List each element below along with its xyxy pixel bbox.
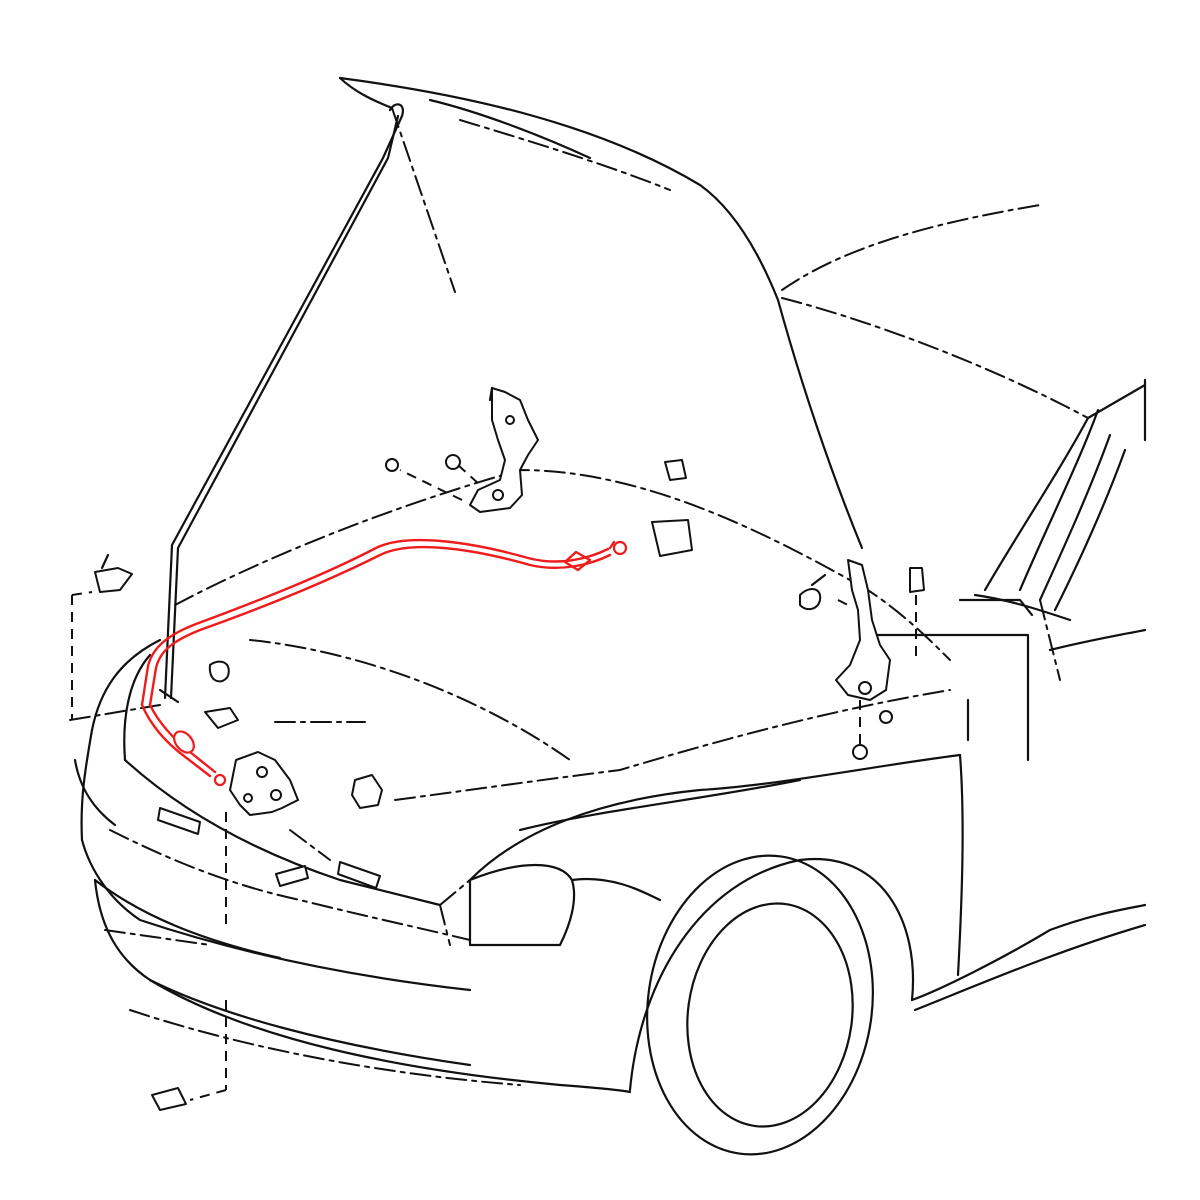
hinge-nut-1	[385, 458, 399, 472]
clip-center	[351, 774, 383, 809]
hinge-bolt-1	[799, 588, 822, 611]
misc-fasteners	[71, 459, 693, 1111]
hinge-nut-2	[445, 454, 461, 470]
bumper-stop-1	[208, 660, 230, 683]
lock-bolt	[151, 1087, 187, 1111]
engine-bay-outline	[69, 468, 951, 801]
hood-panel	[338, 76, 864, 550]
hinge-nut-3	[879, 710, 893, 724]
bumper-clip-1	[157, 807, 201, 835]
headlight	[439, 864, 576, 947]
front-wheel	[646, 854, 874, 1156]
hood-hinge-left	[385, 386, 539, 513]
windshield-and-roof	[781, 204, 1147, 681]
bumper-stop-2	[204, 707, 239, 729]
hood-release-cable	[140, 538, 628, 787]
hood-lock-assembly	[189, 751, 299, 1101]
front-fender	[468, 753, 1147, 1092]
front-bumper-grille	[73, 638, 632, 1094]
clip-top-right	[664, 459, 687, 481]
bumper-clip-2	[275, 865, 309, 887]
hinge-bolt-2	[909, 567, 925, 593]
hood-support-rod	[158, 103, 404, 704]
hood-hinge-right	[799, 559, 1030, 762]
clip-left	[94, 567, 133, 593]
bumper-clip-3	[337, 861, 381, 889]
hinge-nut-4	[852, 744, 868, 760]
hood-stop-bracket	[651, 519, 693, 557]
